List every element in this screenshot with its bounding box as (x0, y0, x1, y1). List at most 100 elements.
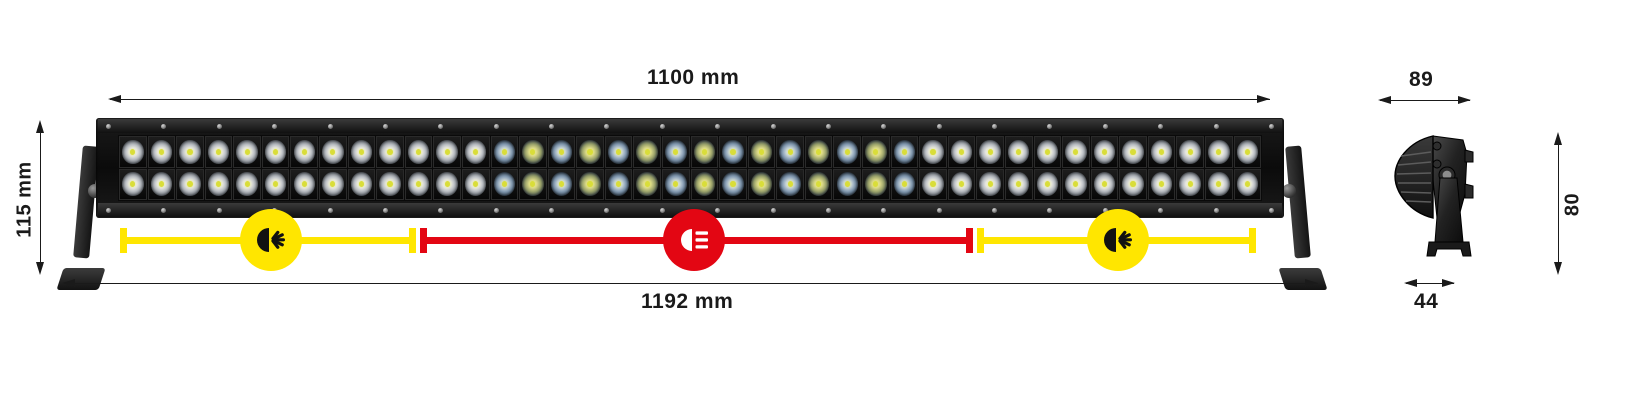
led-emitter (519, 136, 547, 168)
led-lens (322, 139, 344, 164)
led-lens (1150, 139, 1173, 164)
led-lens (636, 139, 658, 164)
housing-screw (327, 207, 333, 213)
led-emitter (433, 136, 461, 168)
housing-screws-bottom (106, 203, 1274, 217)
led-emitter (319, 168, 347, 200)
led-lens (207, 172, 230, 197)
led-emitter (433, 168, 461, 200)
led-lens (1208, 139, 1230, 164)
housing-screw (216, 207, 222, 213)
housing-screw (659, 123, 665, 129)
housing-screw (825, 123, 831, 129)
beam-cap-center-right (966, 228, 973, 253)
led-lens (779, 172, 801, 197)
led-emitter (147, 136, 176, 168)
housing-screw (382, 207, 388, 213)
led-emitter (1176, 136, 1204, 168)
housing-screw (1047, 207, 1053, 213)
led-emitter (461, 136, 490, 168)
led-lens (1179, 172, 1201, 197)
led-emitter (919, 136, 947, 168)
led-lens (950, 139, 973, 164)
led-lens (807, 172, 830, 197)
housing-screw (770, 207, 776, 213)
led-lens (350, 139, 373, 164)
side-view-illustration (1385, 120, 1505, 270)
led-lens (1007, 139, 1030, 164)
housing-screw (1158, 123, 1164, 129)
led-emitter (204, 168, 233, 200)
led-lens (379, 139, 401, 164)
led-emitter (976, 168, 1004, 200)
led-lens (922, 172, 944, 197)
led-emitter (119, 136, 147, 168)
led-lens (150, 139, 173, 164)
led-lens (1093, 139, 1116, 164)
spot-beam-icon (681, 229, 708, 251)
led-lens (493, 139, 516, 164)
housing-screw (604, 123, 610, 129)
housing-screw (549, 123, 554, 129)
led-lens (407, 172, 430, 197)
led-emitter (747, 136, 776, 168)
housing-screw (1268, 123, 1274, 129)
led-lens (293, 172, 315, 197)
housing-screw (1268, 207, 1274, 213)
led-lens (807, 139, 830, 164)
housing-screw (1102, 207, 1108, 213)
led-emitter (376, 168, 404, 200)
spot-beam-badge-center (663, 209, 725, 271)
bracket-arm (73, 145, 99, 259)
led-emitter (690, 136, 719, 168)
housing-screw (715, 207, 721, 213)
housing-screw (715, 123, 721, 129)
housing-screw (1213, 123, 1219, 129)
housing-screw (382, 123, 388, 129)
led-lens (179, 172, 201, 197)
led-lens (1065, 139, 1087, 164)
led-emitter (604, 168, 633, 200)
housing-screw (881, 123, 887, 129)
led-emitter (690, 168, 719, 200)
side-depth-label: 89 (1409, 68, 1434, 91)
lens-length-dimension-line (110, 99, 1270, 100)
led-lens (1122, 139, 1144, 164)
led-lens (607, 139, 630, 164)
overall-length-label: 1192 mm (641, 290, 734, 313)
led-emitter (890, 136, 919, 168)
side-height-label: 80 (1561, 192, 1584, 217)
height-label: 115 mm (13, 161, 36, 238)
led-emitter (490, 168, 519, 200)
led-emitter (404, 136, 433, 168)
led-lens (1150, 172, 1173, 197)
led-emitter (776, 168, 804, 200)
led-emitter (576, 168, 604, 200)
led-emitter (1062, 168, 1090, 200)
led-emitter (804, 136, 833, 168)
base-width-label: 44 (1414, 290, 1439, 313)
led-emitter (1204, 136, 1233, 168)
led-emitter (919, 168, 947, 200)
led-row-bottom (119, 168, 1262, 200)
housing-screw (1158, 207, 1164, 213)
overall-length-dimension-line (64, 283, 1318, 284)
led-emitter (604, 136, 633, 168)
led-lens (264, 172, 287, 197)
led-lens (550, 172, 573, 197)
led-lens (264, 139, 287, 164)
housing-screw (659, 207, 665, 213)
led-lens (179, 139, 201, 164)
led-emitter (1176, 168, 1204, 200)
led-lens (750, 172, 773, 197)
led-emitter (347, 168, 376, 200)
led-emitter (176, 136, 204, 168)
led-lens (1093, 172, 1116, 197)
side-depth-dimension-line (1380, 100, 1470, 101)
led-lens (922, 139, 944, 164)
led-array (118, 135, 1262, 201)
led-lens (636, 172, 658, 197)
led-emitter (633, 136, 661, 168)
housing-screw (549, 207, 554, 213)
led-emitter (261, 168, 290, 200)
